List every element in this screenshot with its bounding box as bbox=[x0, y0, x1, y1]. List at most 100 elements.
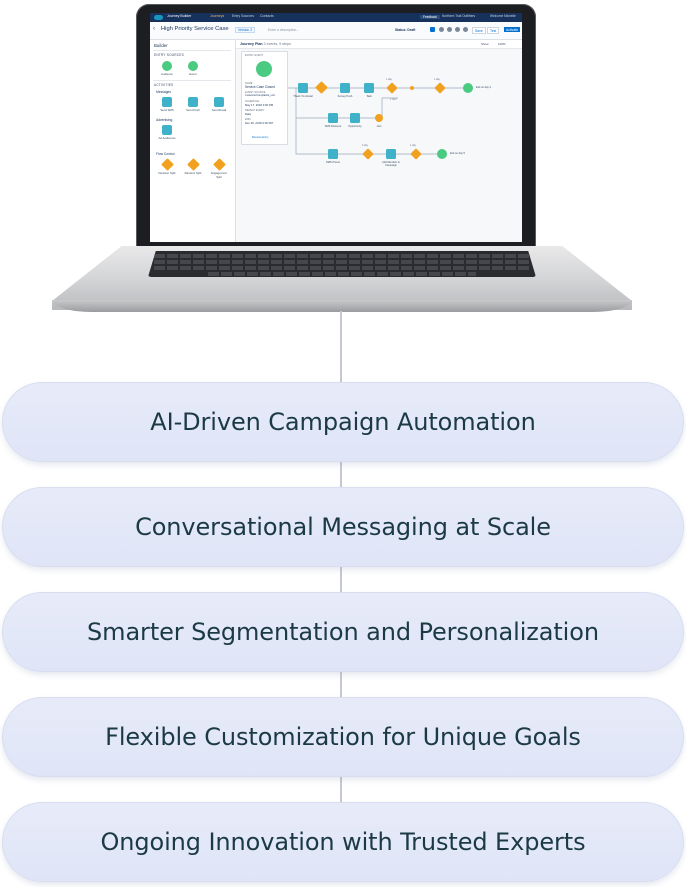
messages-heading[interactable]: Messages bbox=[156, 90, 172, 94]
sidebar-item-engagement-split[interactable]: Engagement Split bbox=[208, 158, 230, 179]
feature-card-label: Ongoing Innovation with Trusted Experts bbox=[100, 828, 586, 856]
node-label: Exit on day 5 bbox=[450, 152, 465, 155]
wait-node-icon[interactable] bbox=[362, 148, 374, 160]
node-label: Task bbox=[366, 95, 372, 98]
laptop-mockup: Journey Builder Journeys Entry Sources C… bbox=[0, 0, 686, 330]
event-icon bbox=[188, 61, 198, 71]
cloud-logo-icon bbox=[154, 15, 163, 20]
node-label: Survey Push bbox=[337, 95, 353, 98]
save-button[interactable]: Save bbox=[472, 27, 486, 34]
end-value: Dec 26, 2018 3:00 PM bbox=[245, 121, 273, 125]
sidebar-item-label: Ad Audiences bbox=[158, 136, 176, 140]
schedule-label: SCHEDULE bbox=[245, 100, 260, 103]
version-dropdown[interactable]: Version 2 bbox=[235, 27, 256, 33]
sidebar-item-label: Random Split bbox=[184, 171, 202, 175]
sidebar-item-label: Send Push bbox=[186, 108, 200, 112]
opportunity-node-icon[interactable] bbox=[350, 113, 360, 123]
nav-tab-journeys[interactable]: Journeys bbox=[210, 14, 225, 18]
wait-node-icon[interactable] bbox=[434, 82, 446, 94]
campaign-node-icon[interactable] bbox=[386, 149, 396, 159]
key-row bbox=[154, 254, 530, 258]
sidebar-item-label: Decision Split bbox=[158, 171, 176, 175]
sidebar-item-ad-audiences[interactable]: Ad Audiences bbox=[156, 125, 178, 140]
history-icon[interactable] bbox=[455, 27, 460, 32]
sidebar-item-random-split[interactable]: Random Split bbox=[182, 158, 204, 175]
sms-promo-node-icon[interactable] bbox=[328, 149, 338, 159]
join-dot-icon bbox=[410, 86, 414, 90]
end-label: END bbox=[245, 118, 251, 121]
gear-icon[interactable] bbox=[447, 27, 452, 32]
wait-node-icon[interactable] bbox=[386, 82, 398, 94]
sidebar-item-decision-split[interactable]: Decision Split bbox=[156, 158, 178, 175]
flow-connector bbox=[295, 118, 416, 155]
engagement-split-icon bbox=[212, 158, 226, 171]
flow-control-heading[interactable]: Flow Control bbox=[156, 152, 175, 156]
welcome-user[interactable]: Welcome Michelle bbox=[490, 14, 516, 18]
repeat-label: REPEAT EVERY bbox=[245, 109, 265, 112]
sidebar-item-send-push[interactable]: Send Push bbox=[182, 97, 204, 112]
advertising-heading[interactable]: Advertising bbox=[156, 118, 173, 122]
key-row bbox=[154, 266, 530, 270]
journey-canvas[interactable]: Journey Plan 3 events, 9 steps Show 100%… bbox=[236, 40, 522, 242]
journey-header: ‹ High Priority Service Case Version 2 E… bbox=[150, 22, 522, 40]
email-node-icon[interactable] bbox=[298, 83, 308, 93]
edit-icon[interactable] bbox=[430, 27, 435, 32]
wait-label: 3 day bbox=[362, 144, 368, 147]
test-button[interactable]: Test bbox=[487, 27, 500, 34]
plan-title: Journey Plan 3 events, 9 steps bbox=[240, 41, 291, 46]
feature-card-label: Conversational Messaging at Scale bbox=[135, 513, 551, 541]
schedule-value: May 17, 2018 3:00 PM bbox=[245, 103, 274, 107]
entry-event-card[interactable]: ENTRY EVENT NAME Service Case Closed EVE… bbox=[241, 51, 288, 145]
sidebar-title: Builder bbox=[154, 43, 168, 48]
app-name: Journey Builder bbox=[167, 14, 192, 18]
divider bbox=[153, 50, 231, 51]
sidebar-item-send-sms[interactable]: Send SMS bbox=[156, 97, 178, 112]
push-icon bbox=[188, 97, 198, 107]
source-label: EVENT SOURCE bbox=[245, 91, 266, 94]
wait-node-icon[interactable] bbox=[410, 148, 422, 160]
decision-node-icon[interactable] bbox=[315, 81, 328, 94]
feedback-button[interactable]: Feedback bbox=[420, 14, 440, 19]
sms-node-icon[interactable] bbox=[328, 113, 338, 123]
join-node-icon[interactable] bbox=[375, 114, 383, 122]
repeat-value: Daily bbox=[245, 112, 252, 116]
wait-label: 1 day bbox=[410, 144, 416, 147]
share-icon[interactable] bbox=[439, 27, 444, 32]
node-label: SMS Promo bbox=[326, 161, 340, 164]
exit-node-icon[interactable] bbox=[437, 149, 447, 159]
node-label: SMS Discount bbox=[324, 125, 342, 128]
activate-button[interactable]: Activate bbox=[504, 27, 521, 32]
exit-node-icon[interactable] bbox=[463, 83, 473, 93]
feature-card-label: AI-Driven Campaign Automation bbox=[150, 408, 536, 436]
node-label: Exit on day 3 bbox=[476, 86, 491, 89]
laptop-base-edge bbox=[52, 300, 632, 312]
sidebar-item-label: Send Email bbox=[211, 108, 227, 112]
sidebar-item-label: Event bbox=[189, 72, 197, 76]
nav-tab-entry-sources[interactable]: Entry Sources bbox=[232, 14, 254, 18]
sidebar-item-event[interactable]: Event bbox=[182, 61, 204, 76]
plan-header: Journey Plan 3 events, 9 steps Show 100% bbox=[236, 40, 522, 49]
sidebar-item-send-email[interactable]: Send Email bbox=[208, 97, 230, 112]
node-label: Opportunity bbox=[348, 125, 362, 128]
push-node-icon[interactable] bbox=[340, 83, 350, 93]
sidebar-item-label: Engagement Split bbox=[211, 171, 227, 179]
nav-tab-contacts[interactable]: Contacts bbox=[260, 14, 274, 18]
node-label: Add Member to Campaign bbox=[382, 161, 400, 167]
task-node-icon[interactable] bbox=[364, 83, 374, 93]
node-label: Join bbox=[376, 125, 382, 128]
random-split-icon bbox=[186, 158, 200, 171]
email-icon bbox=[214, 97, 224, 107]
description-input[interactable]: Enter a description... bbox=[268, 27, 300, 32]
sidebar-item-audience[interactable]: Audience bbox=[156, 61, 178, 76]
remove-entry-button[interactable]: Remove Entry bbox=[252, 136, 269, 139]
keyboard bbox=[148, 251, 536, 277]
feature-card-conversational-messaging: Conversational Messaging at Scale bbox=[2, 487, 684, 567]
builder-sidebar: Builder ENTRY SOURCES Audience Event ACT… bbox=[150, 40, 236, 242]
entry-sources-heading[interactable]: ENTRY SOURCES bbox=[154, 53, 184, 57]
help-icon[interactable] bbox=[463, 27, 468, 32]
activities-heading[interactable]: ACTIVITIES bbox=[154, 83, 174, 87]
zoom-value[interactable]: 100% bbox=[498, 42, 506, 46]
source-value: CustomerComplaints_List bbox=[245, 94, 275, 97]
back-chevron-icon[interactable]: ‹ bbox=[153, 26, 155, 32]
feature-card-campaign-automation: AI-Driven Campaign Automation bbox=[2, 382, 684, 462]
